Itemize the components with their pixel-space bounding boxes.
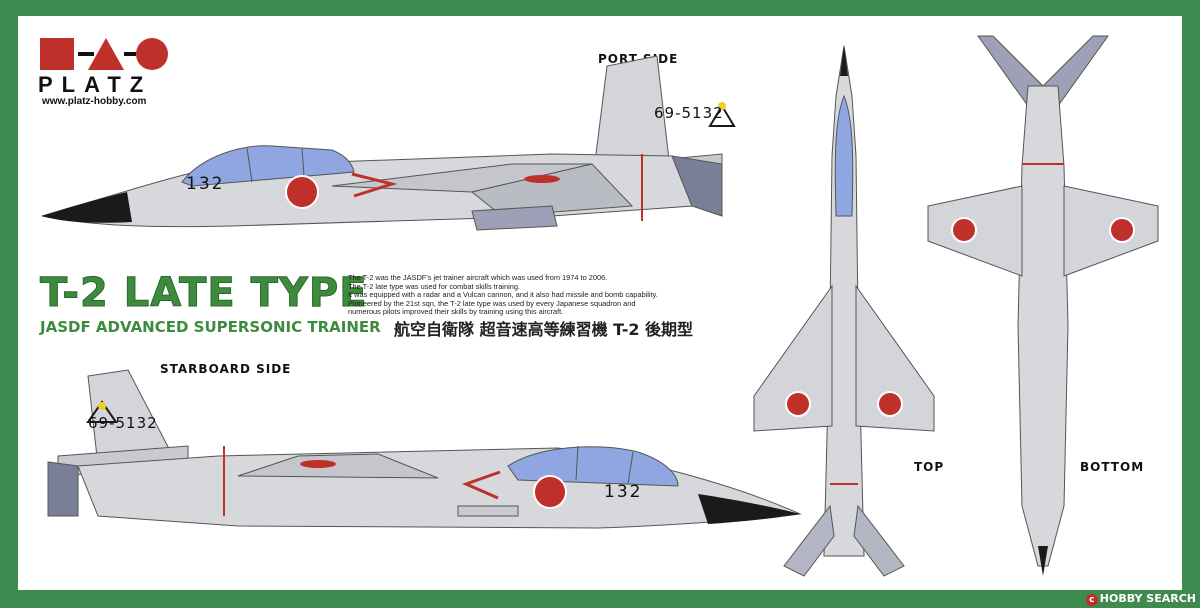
platz-logo-mark: [40, 38, 168, 70]
description-line: The T-2 late type was used for combat sk…: [348, 281, 520, 291]
description-line: numerous pilots improved their skills by…: [348, 307, 564, 317]
description-line: It was equipped with a radar and a Vulca…: [348, 290, 658, 300]
starboard-side-label: STARBOARD SIDE: [160, 362, 292, 376]
port-tail-number: 69-5132: [654, 104, 724, 122]
brand-name: PLATZ: [38, 72, 153, 97]
starboard-nose-number: 132: [604, 482, 643, 502]
port-nose-number: 132: [186, 174, 225, 194]
watermark-c-icon: c: [1085, 594, 1098, 606]
description-line: Pioneered by the 21st sqn, the T-2 late …: [348, 298, 636, 308]
port-side-aircraft: [41, 55, 736, 231]
top-view-aircraft: [753, 45, 935, 577]
kit-title: T-2 LATE TYPE: [40, 270, 368, 317]
description-line: The T-2 was the JASDF's jet trainer airc…: [348, 273, 608, 282]
kit-title-japanese: 航空自衛隊 超音速高等練習機 T-2 後期型: [394, 320, 694, 339]
kit-description: The T-2 was the JASDF's jet trainer airc…: [348, 273, 748, 317]
brand-url: www.platz-hobby.com: [42, 96, 147, 107]
starboard-side-aircraft: [47, 369, 802, 529]
watermark-text: HOBBY SEARCH: [1099, 592, 1196, 605]
top-view-label: TOP: [914, 460, 945, 474]
kit-subtitle: JASDF ADVANCED SUPERSONIC TRAINER: [40, 318, 381, 336]
starboard-tail-number: 69-5132: [88, 414, 158, 432]
bottom-view-label: BOTTOM: [1080, 460, 1145, 474]
bottom-view-aircraft: [927, 35, 1159, 576]
model-kit-sheet: PLATZ www.platz-hobby.com PORT SIDE: [18, 16, 1182, 590]
